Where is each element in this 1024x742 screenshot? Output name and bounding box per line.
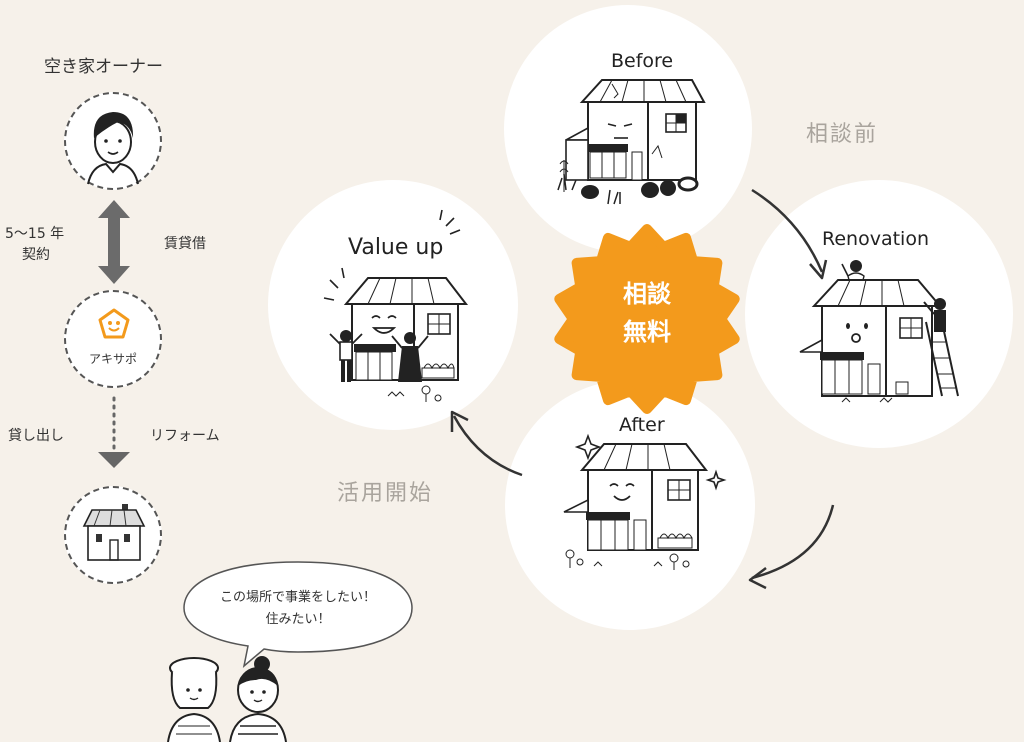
lease-label: 賃貸借	[164, 236, 206, 252]
speech-bubble	[183, 561, 413, 668]
arrow-before-to-renovation	[751, 188, 828, 280]
arrow-renovation-to-after	[748, 504, 835, 590]
bubble-line1: この場所で事業をしたい！	[219, 590, 376, 605]
before-house-icon	[557, 79, 706, 205]
owner-face-icon	[87, 112, 139, 185]
before-title: Before	[611, 50, 674, 72]
renovation-title: Renovation	[822, 228, 929, 250]
akisapo-circle: アキサポ	[64, 290, 162, 388]
arrow-after-to-valueup	[450, 410, 523, 477]
reform-label: リフォーム	[150, 428, 220, 444]
value-up-house-icon	[323, 209, 469, 402]
renovation-house-icon	[799, 260, 959, 403]
pre-consult-label: 相談前	[806, 122, 879, 147]
free-consult-badge: 相談 無料	[554, 224, 740, 414]
value-up-title: Value up	[348, 235, 444, 260]
owner-label: 空き家オーナー	[44, 57, 163, 77]
contract-years: 5〜15 年	[5, 226, 65, 242]
owner-circle	[64, 92, 162, 190]
contract-word: 契約	[22, 247, 50, 263]
dotted-arrow-icon	[98, 396, 130, 468]
double-arrow-icon	[98, 200, 130, 284]
lend-label: 貸し出し	[8, 428, 64, 444]
bubble-line2: 住みたい！	[265, 612, 331, 627]
akisapo-name: アキサポ	[88, 352, 137, 366]
house-icon	[82, 504, 146, 561]
badge-line2: 無料	[623, 318, 671, 346]
badge-line1: 相談	[623, 280, 672, 308]
badge-shape	[554, 224, 740, 414]
two-people-icon	[167, 656, 287, 742]
house-circle	[64, 486, 162, 584]
start-use-label: 活用開始	[337, 481, 434, 506]
akisapo-logo-icon	[98, 308, 130, 339]
after-title: After	[619, 414, 665, 436]
after-house-icon	[563, 433, 727, 570]
